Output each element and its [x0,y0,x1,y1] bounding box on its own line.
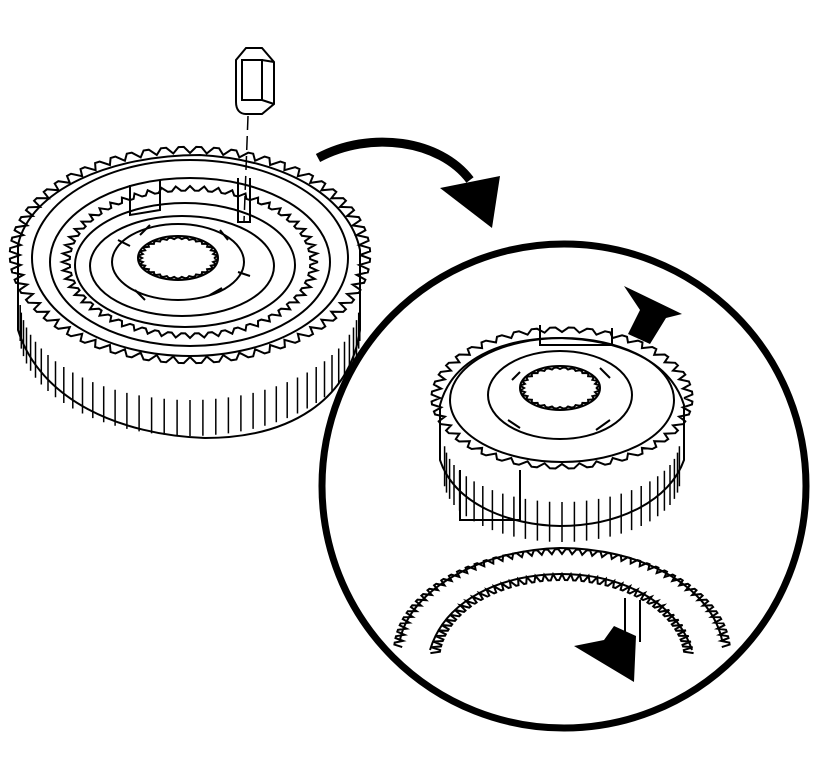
hub-face [74,202,296,328]
hub-bore-splines [138,236,218,280]
hub-key-slots [117,224,251,301]
sleeve-teeth [393,548,731,649]
pointer-arrow-hub-slot [624,286,682,344]
hub-center [487,350,633,440]
sleeve-side-ribs [19,305,361,436]
sleeve-top-ring [31,159,349,357]
pointer-arrow-sleeve-spline [574,626,636,682]
hub-key-slots [507,367,611,431]
curved-callout-arrow [315,137,500,228]
hub-center-boss [111,223,245,301]
hub-teeth [430,326,694,470]
sleeve-inner-ring [49,177,331,347]
hub-top-face [449,337,675,463]
hub-side-ribs [443,446,681,542]
synchronizer-key [235,47,275,115]
hub-bore [137,235,219,281]
hub-bore [519,365,601,411]
synchronizer-assembly [8,145,372,440]
sleeve-gear-teeth [8,145,372,365]
hub-bore-splines [520,366,600,410]
key-install-line [243,115,249,223]
synchronizer-sleeve [393,546,731,655]
synchronizer-hub [430,325,694,542]
sleeve-inner-splines [430,571,694,655]
hub-face-inner [89,215,275,317]
sleeve-outer-body [17,153,361,440]
